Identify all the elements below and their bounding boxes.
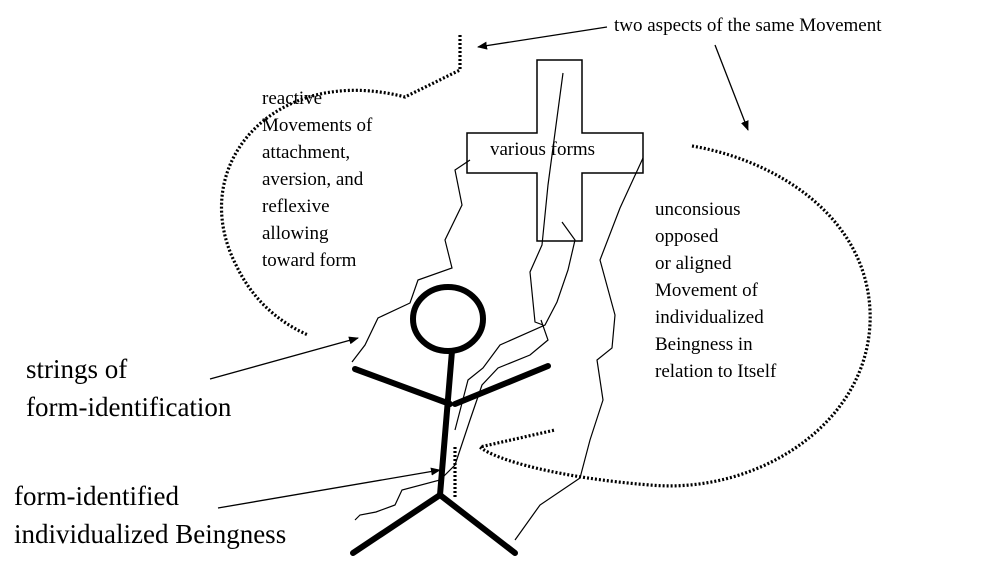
unconscious-line: or aligned — [655, 253, 732, 274]
figure-right-leg — [437, 492, 518, 556]
strings-label: strings of form-identification — [26, 350, 231, 426]
arrow-to-figure — [217, 467, 441, 509]
arrow-to-strings — [209, 336, 359, 380]
beingness-label: form-identified individualized Beingness — [14, 477, 286, 553]
two-aspects-label: two aspects of the same Movement — [614, 15, 882, 36]
reactive-line: attachment, — [262, 142, 351, 163]
pointer-arrows — [209, 26, 749, 509]
cross-shape — [466, 59, 644, 242]
strings-line: strings of — [26, 354, 128, 384]
unconscious-line: opposed — [655, 226, 719, 247]
arrow-to-right-loop — [714, 44, 749, 131]
reactive-line: Movements of — [262, 115, 373, 136]
reactive-movement-loop — [219, 35, 462, 337]
unconscious-line: unconsious — [655, 199, 741, 220]
unconscious-line: relation to Itself — [655, 361, 777, 382]
string-from-cross-left — [529, 72, 564, 326]
various-forms-label: various forms — [490, 139, 596, 160]
strings-line: form-identification — [26, 392, 232, 422]
identification-strings — [351, 72, 644, 541]
unconscious-movement-label: unconsious opposed or aligned Movement o… — [655, 196, 776, 385]
figure-right-arm — [452, 363, 551, 407]
reactive-line: reflexive — [262, 196, 330, 217]
string-left-edge — [351, 159, 471, 363]
arrow-to-left-loop — [477, 26, 608, 50]
reactive-line: allowing — [262, 223, 329, 244]
beingness-line: form-identified — [14, 481, 179, 511]
figure-head — [410, 284, 486, 354]
reactive-line: reactive — [262, 88, 323, 109]
figure-body — [437, 348, 455, 498]
unconscious-line: individualized — [655, 307, 764, 328]
reactive-line: aversion, and — [262, 169, 364, 190]
movement-loops — [219, 35, 872, 498]
unconscious-line: Movement of — [655, 280, 758, 301]
stick-figure — [350, 284, 551, 556]
beingness-line: individualized Beingness — [14, 519, 287, 549]
string-from-cross-right — [514, 157, 644, 541]
unconscious-line: Beingness in — [655, 334, 753, 355]
reactive-line: toward form — [262, 250, 357, 271]
reactive-movements-label: reactive Movements of attachment, aversi… — [262, 85, 372, 274]
figure-left-leg — [350, 492, 443, 556]
string-inner-right — [454, 221, 576, 431]
figure-left-arm — [352, 366, 453, 407]
